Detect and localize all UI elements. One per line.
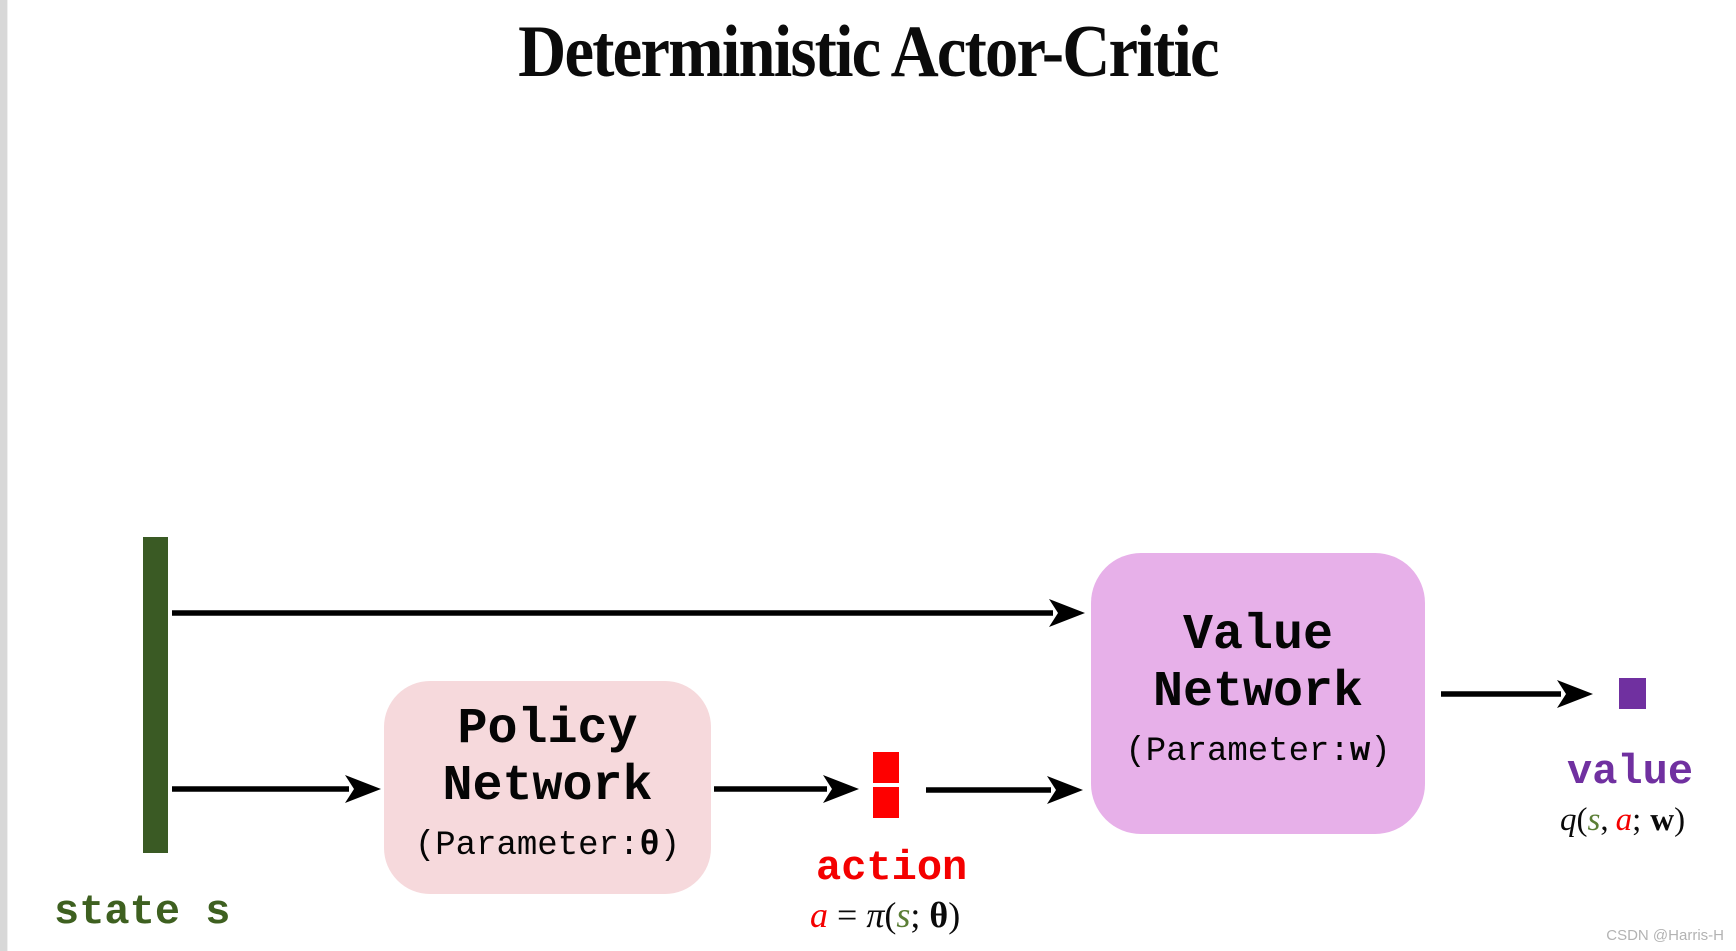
formula-action-close-paren: ) xyxy=(948,895,961,935)
formula-action-semicolon: ; xyxy=(910,895,921,935)
arrow-state-to-policy-network xyxy=(172,775,381,803)
formula-action-pi: π xyxy=(866,895,885,935)
arrow-state-to-value-network xyxy=(172,599,1085,627)
action-label: action xyxy=(816,844,968,892)
watermark: CSDN @Harris-H xyxy=(1606,927,1724,944)
formula-action-equals: = xyxy=(837,895,858,935)
value-param-close: ) xyxy=(1370,733,1391,771)
policy-network-name-line1: Policy xyxy=(457,701,638,758)
value-formula: q(s,a;w) xyxy=(1560,800,1685,840)
formula-value-q: q xyxy=(1560,802,1577,838)
formula-action-open-paren: ( xyxy=(884,895,897,935)
state-label: state s xyxy=(54,888,231,936)
policy-network-name-line2: Network xyxy=(442,758,653,815)
policy-network-box: Policy Network (Parameter:θ) xyxy=(384,681,711,894)
formula-value-close-paren: ) xyxy=(1674,802,1686,838)
value-param-w-symbol: w xyxy=(1349,733,1371,771)
action-vector-cell-bottom xyxy=(873,787,899,818)
formula-value-semicolon: ; xyxy=(1632,802,1642,838)
formula-value-s: s xyxy=(1587,802,1601,838)
arrow-value-network-to-value xyxy=(1441,680,1593,708)
policy-param-theta-symbol: θ xyxy=(639,827,660,865)
page-title: Deterministic Actor-Critic xyxy=(518,11,1219,93)
policy-network-parameter: (Parameter:θ) xyxy=(415,827,680,865)
formula-value-open-paren: ( xyxy=(1576,802,1588,838)
formula-value-a: a xyxy=(1615,802,1633,838)
left-edge-strip xyxy=(0,0,8,951)
arrow-action-to-value-network xyxy=(926,776,1083,804)
formula-action-theta: θ xyxy=(929,895,949,935)
value-param-open: (Parameter: xyxy=(1125,733,1350,771)
formula-value-comma: , xyxy=(1600,802,1609,838)
action-vector-cell-top xyxy=(873,752,899,783)
value-label: value xyxy=(1567,748,1694,796)
value-network-name-line2: Network xyxy=(1152,664,1364,721)
arrow-policy-network-to-action xyxy=(714,775,859,803)
value-network-name-line1: Value xyxy=(1182,607,1334,664)
state-vector-bar xyxy=(143,537,168,853)
action-formula: a=π(s;θ) xyxy=(810,894,960,936)
value-network-parameter: (Parameter:w) xyxy=(1125,733,1390,771)
formula-action-a: a xyxy=(810,895,828,935)
formula-action-s: s xyxy=(896,895,911,935)
policy-param-open: (Parameter: xyxy=(414,827,640,865)
policy-param-close: ) xyxy=(659,827,681,865)
value-network-box: Value Network (Parameter:w) xyxy=(1091,553,1425,834)
formula-value-w: w xyxy=(1650,802,1675,838)
value-output-square xyxy=(1619,678,1646,709)
